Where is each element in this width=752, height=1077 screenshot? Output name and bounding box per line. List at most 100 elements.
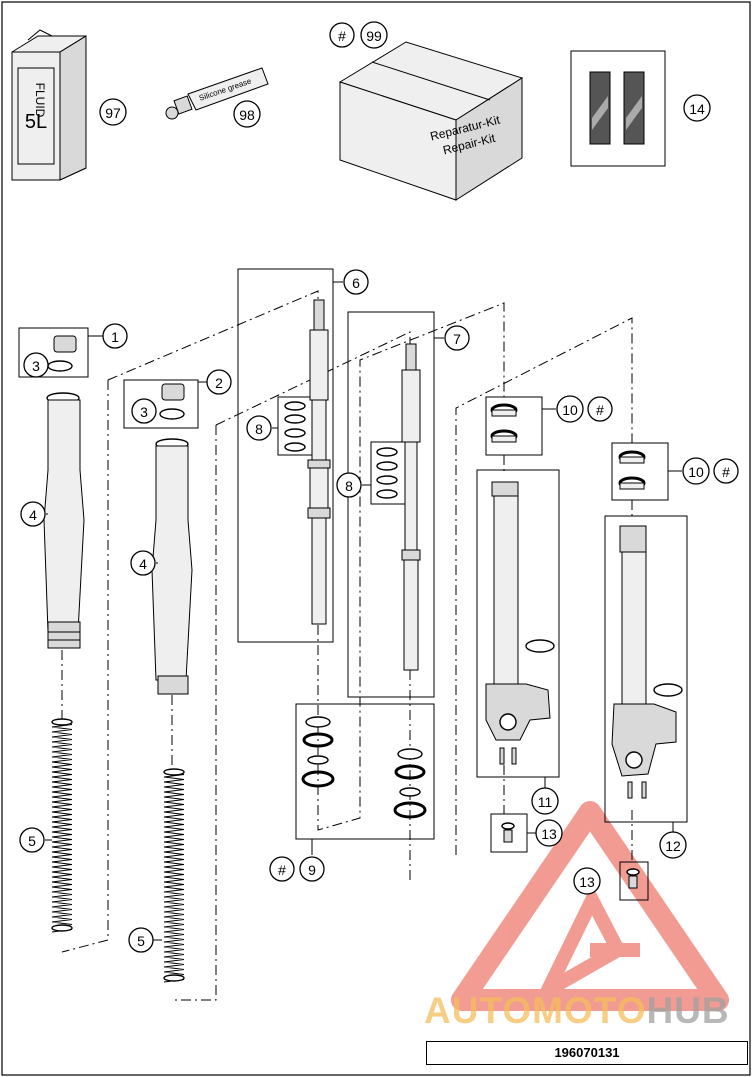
watermark-wordmark: AUTOMOTOHUB xyxy=(424,990,730,1032)
cartridge-6 xyxy=(307,299,331,625)
callout-label: # xyxy=(278,862,286,878)
callout-c10a-hash: # xyxy=(587,396,613,422)
callout-label: 5 xyxy=(137,933,145,949)
callout-c99: 99 xyxy=(360,21,388,49)
callout-label: 8 xyxy=(255,421,263,437)
callout-c5b: 5 xyxy=(128,927,154,953)
callout-label: 10 xyxy=(688,464,704,480)
bushings-10b xyxy=(618,450,646,490)
callout-label: 11 xyxy=(538,794,553,810)
callout-c99-hash: # xyxy=(329,22,355,48)
callout-c8b: 8 xyxy=(336,472,362,498)
callout-c2: 2 xyxy=(206,369,232,395)
seal-kit-9 xyxy=(301,716,427,819)
outer-tube-4b xyxy=(151,438,193,695)
callout-label: 13 xyxy=(579,874,595,890)
callout-label: 2 xyxy=(215,375,223,391)
inner-tube-11 xyxy=(485,481,555,765)
callout-label: 99 xyxy=(366,28,382,44)
watermark-part-c: HUB xyxy=(646,990,730,1031)
spring-end xyxy=(163,974,185,982)
box-part-12 xyxy=(604,515,688,823)
callout-c3b: 3 xyxy=(131,398,157,424)
callout-label: # xyxy=(722,464,730,480)
repair-kit-box: Reparatur-Kit Repair-Kit xyxy=(338,41,524,201)
box-part-7 xyxy=(347,311,435,698)
box-part-10b xyxy=(611,442,669,501)
callout-label: 4 xyxy=(139,556,147,572)
spring-end xyxy=(163,768,185,776)
fluid-label-1: FLUID xyxy=(33,83,47,118)
document-number: 196070131 xyxy=(426,1041,748,1065)
callout-label: 14 xyxy=(689,101,705,117)
callout-c14: 14 xyxy=(683,94,711,122)
callout-c12: 12 xyxy=(659,831,687,859)
box-part-9 xyxy=(295,703,435,840)
callout-c9-hash: # xyxy=(269,856,295,882)
callout-c6: 6 xyxy=(343,269,369,295)
watermark-part-b: MOTO xyxy=(532,990,647,1031)
callout-label: 3 xyxy=(32,358,40,374)
spring-coils xyxy=(51,721,73,933)
callout-label: 6 xyxy=(352,275,360,291)
spring-5a xyxy=(51,718,73,933)
callout-c9: 9 xyxy=(299,856,325,882)
callout-label: 4 xyxy=(29,507,37,523)
box-part-13b xyxy=(619,861,649,901)
spring-5b xyxy=(163,768,185,983)
callout-label: 8 xyxy=(345,478,353,494)
cartridge-7 xyxy=(401,343,421,671)
fork-cap-2 xyxy=(159,383,185,420)
callout-c10a: 10 xyxy=(556,395,584,423)
callout-label: 9 xyxy=(308,862,316,878)
callout-label: 13 xyxy=(541,826,557,842)
callout-label: 1 xyxy=(111,329,119,345)
inner-tube-12 xyxy=(611,525,683,799)
callout-leaders xyxy=(45,281,682,941)
watermark-logo xyxy=(451,801,729,1011)
bushings-10a xyxy=(490,403,518,443)
box-part-2 xyxy=(123,379,199,429)
box-part-11 xyxy=(476,469,560,778)
callout-c7: 7 xyxy=(444,325,470,351)
outer-tube-4a xyxy=(43,392,85,649)
spring-coils xyxy=(163,771,185,983)
callout-label: # xyxy=(596,402,604,418)
decal-set xyxy=(570,50,666,167)
rings-8b xyxy=(376,447,398,499)
callout-label: 98 xyxy=(239,107,255,123)
fork-cap-1 xyxy=(47,335,77,372)
callout-c1: 1 xyxy=(102,323,128,349)
callout-label: 97 xyxy=(105,105,121,121)
callout-c10b-hash: # xyxy=(713,458,739,484)
callout-label: # xyxy=(338,28,346,44)
callout-c4a: 4 xyxy=(20,501,46,527)
callout-label: 12 xyxy=(665,838,681,854)
watermark-part-a: AUTO xyxy=(424,990,533,1031)
callout-label: 7 xyxy=(453,331,461,347)
screw-13a xyxy=(501,822,515,843)
callout-c10b: 10 xyxy=(682,457,710,485)
callout-c5a: 5 xyxy=(19,827,45,853)
rings-8a xyxy=(284,401,306,452)
fluid-label-2: 5L xyxy=(25,111,47,133)
screw-13b xyxy=(626,868,640,889)
spring-end xyxy=(51,924,73,932)
callout-label: 5 xyxy=(28,833,36,849)
box-part-6 xyxy=(237,268,334,643)
callout-c13a: 13 xyxy=(535,819,563,847)
box-part-10a xyxy=(485,396,543,456)
callout-c11: 11 xyxy=(531,787,559,815)
callout-label: 3 xyxy=(140,404,148,420)
fluid-can: FLUID 5L xyxy=(11,29,87,181)
callout-label: 10 xyxy=(562,402,578,418)
callout-c3a: 3 xyxy=(23,352,49,378)
box-part-1 xyxy=(18,327,89,378)
callout-c8a: 8 xyxy=(246,415,272,441)
spring-end xyxy=(51,718,73,726)
callout-c97: 97 xyxy=(99,98,127,126)
